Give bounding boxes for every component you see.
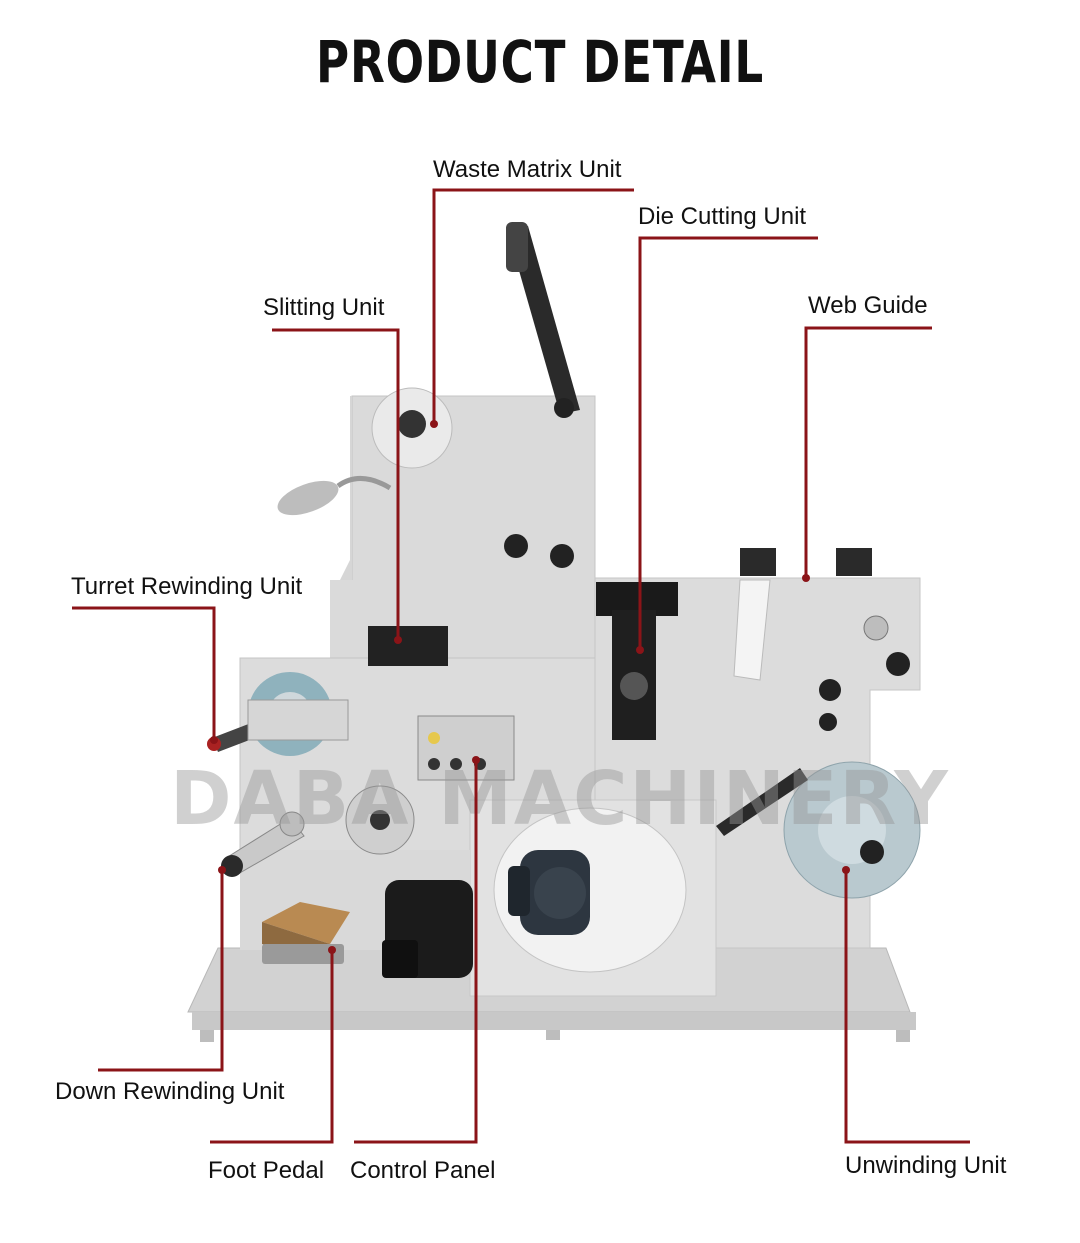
slitting-graphic <box>368 626 448 666</box>
label-web-guide: Web Guide <box>808 292 928 319</box>
label-down-rewinding: Down Rewinding Unit <box>55 1078 285 1105</box>
leader-web-guide <box>804 326 932 578</box>
leader-slitting <box>272 328 400 640</box>
leader-endpoints <box>210 420 850 954</box>
web-guide-graphic <box>740 548 776 576</box>
leader-lines <box>72 188 970 1144</box>
work-lamp <box>277 480 339 516</box>
leader-down-rewinding <box>98 870 224 1072</box>
page-title: PRODUCT DETAIL <box>316 28 764 96</box>
die-cutting-graphic <box>596 582 678 740</box>
turret-rewinding-graphic <box>207 672 349 756</box>
foot-pedal-graphic <box>262 902 350 964</box>
label-foot-pedal: Foot Pedal <box>208 1157 324 1184</box>
label-turret-rewinding: Turret Rewinding Unit <box>71 573 303 600</box>
unwinding-roll-graphic <box>716 761 921 899</box>
down-rewinding-shaft <box>221 811 305 877</box>
waste-matrix-graphic <box>371 222 580 469</box>
machine-illustration <box>187 222 921 1042</box>
leader-control-panel <box>354 760 478 1144</box>
label-waste-matrix: Waste Matrix Unit <box>433 156 622 183</box>
left-plate <box>330 396 352 600</box>
leader-turret-rewinding <box>72 606 216 740</box>
base-feet <box>192 1012 916 1030</box>
label-unwinding: Unwinding Unit <box>845 1152 1007 1179</box>
leader-foot-pedal <box>210 950 334 1144</box>
label-slitting: Slitting Unit <box>263 294 385 321</box>
leader-waste-matrix <box>432 188 634 424</box>
leader-unwinding <box>844 870 970 1144</box>
watermark: DABA MACHINERY <box>170 756 950 842</box>
label-control-panel: Control Panel <box>350 1157 495 1184</box>
leader-die-cutting <box>638 236 818 650</box>
label-die-cutting: Die Cutting Unit <box>638 203 806 230</box>
